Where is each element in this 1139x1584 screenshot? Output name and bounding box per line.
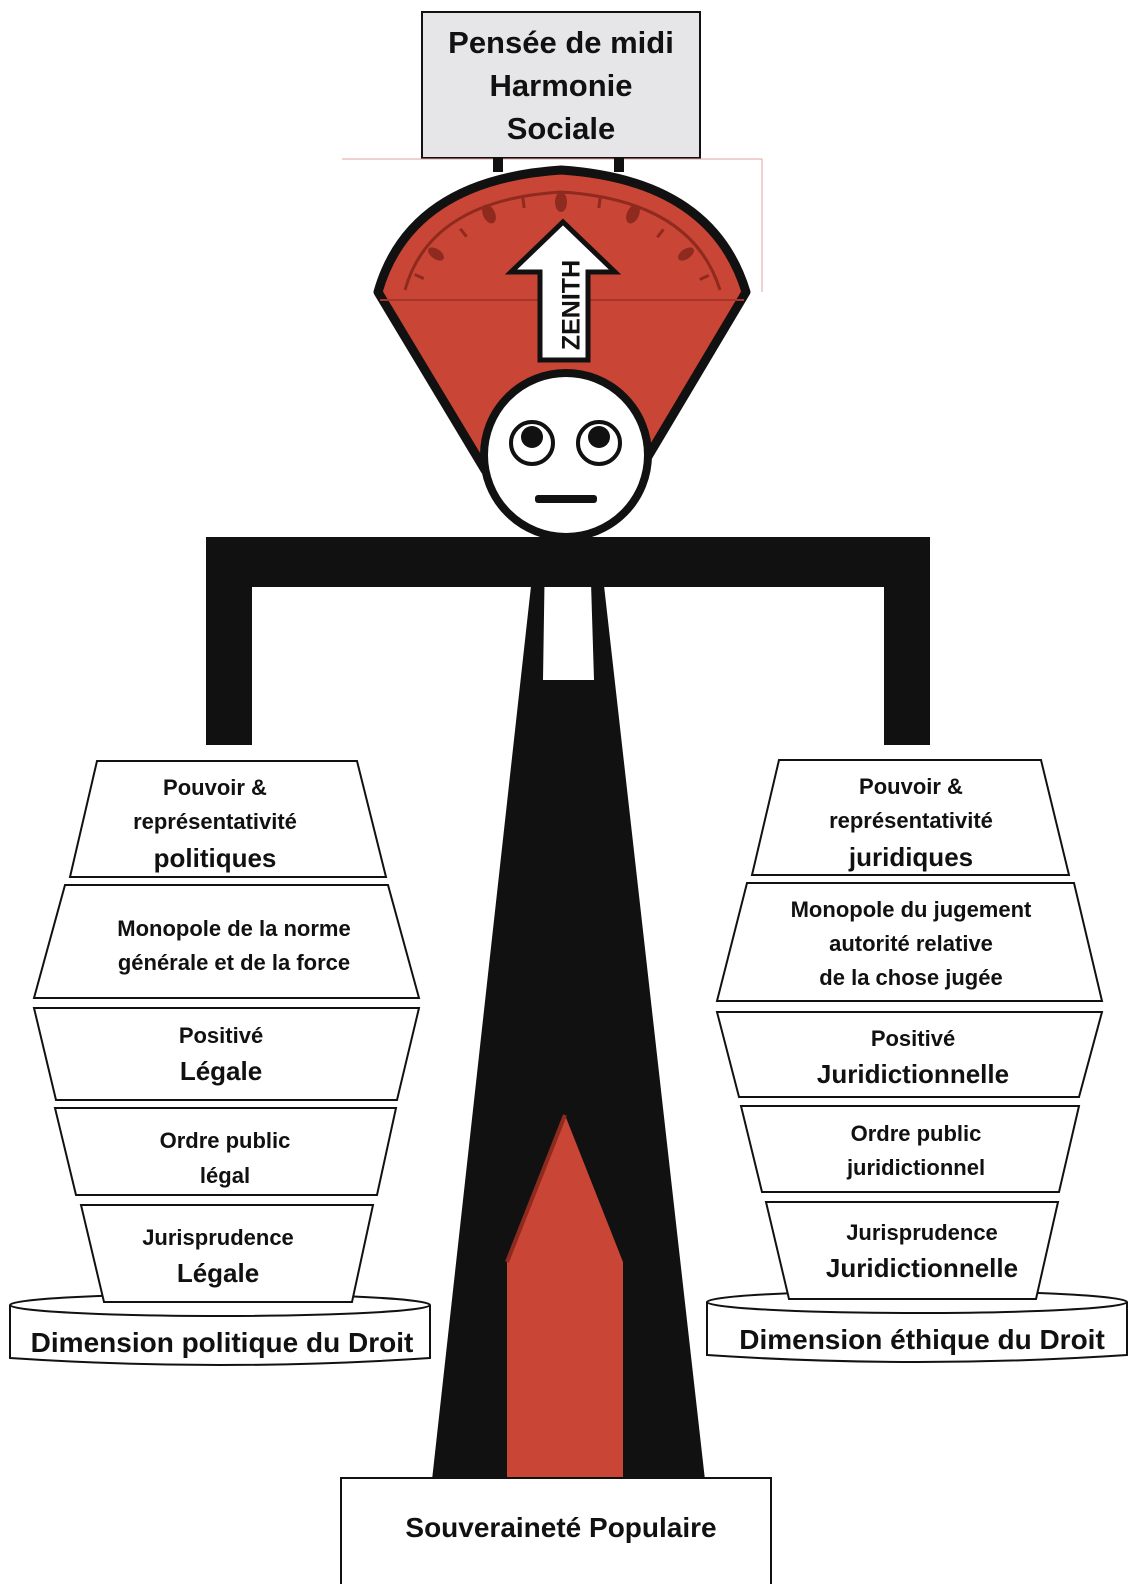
right-tier5-line1: Jurisprudence [846,1220,998,1245]
bottom-label: Souveraineté Populaire [405,1512,716,1543]
zenith-arrow-icon: ZENITH [504,218,622,363]
top-label-box: Pensée de midi Harmonie Sociale [421,11,701,159]
left-base: Dimension politique du Droit [9,1293,431,1366]
right-tier4-line2: juridictionnel [846,1155,985,1180]
top-label-line2: Harmonie [490,68,633,103]
right-tier1-line1: Pouvoir & [859,774,963,799]
left-tier5-line1: Jurisprudence [142,1225,294,1250]
top-label-line3: Sociale [507,111,616,146]
left-pan: Dimension politique du Droit Jurispruden… [9,760,431,1366]
left-tier1-line3: politiques [154,843,277,873]
left-tier3-line1: Positivé [179,1023,263,1048]
left-tier2-line1: Monopole de la norme [117,916,350,941]
head [480,369,652,541]
left-tier5-line2: Légale [177,1258,259,1288]
right-tier1-line2: représentativité [829,808,993,833]
connector-left [493,158,503,172]
connector-right [614,158,624,172]
right-pan: Dimension éthique du Droit Jurisprudence… [706,759,1128,1363]
right-tier3-line2: Juridictionnelle [817,1059,1009,1089]
left-tier1-line1: Pouvoir & [163,775,267,800]
left-tier3-line2: Légale [180,1056,262,1086]
bottom-label-box: Souveraineté Populaire [340,1477,772,1584]
left-tier1-line2: représentativité [133,809,297,834]
right-tier-positive: Positivé Juridictionnelle [715,1011,1104,1098]
left-tier4-line1: Ordre public [160,1128,291,1153]
right-tier5-line2: Juridictionnelle [826,1253,1018,1283]
left-base-label: Dimension politique du Droit [31,1327,414,1358]
robe-red-panel [507,1115,623,1478]
top-label-line1: Pensée de midi [448,25,674,60]
left-tier-positive: Positivé Légale [32,1007,421,1101]
scale-beam [206,537,930,745]
left-tier2-line2: générale et de la force [118,950,350,975]
robe [432,550,705,1480]
right-tier1-line3: juridiques [848,842,973,872]
mouth [535,495,597,503]
left-tier-ordre-public: Ordre public légal [53,1107,398,1196]
left-tier-pouvoir: Pouvoir & représentativité politiques [68,760,388,878]
right-tier-ordre-public: Ordre public juridictionnel [739,1105,1081,1193]
right-tier2-line1: Monopole du jugement [791,897,1032,922]
left-tier4-line2: légal [200,1163,250,1188]
right-tier3-line1: Positivé [871,1026,955,1051]
right-base: Dimension éthique du Droit [706,1290,1128,1363]
right-tier-pouvoir: Pouvoir & représentativité juridiques [750,759,1071,876]
right-tier-monopole: Monopole du jugement autorité relative d… [715,882,1104,1002]
right-tier2-line2: autorité relative [829,931,993,956]
right-tier4-line1: Ordre public [851,1121,982,1146]
left-tier-jurisprudence: Jurisprudence Légale [79,1204,375,1303]
dial-ticks [414,192,710,281]
zenith-label: ZENITH [558,260,586,350]
left-tier-monopole: Monopole de la norme générale et de la f… [32,884,421,999]
right-base-label: Dimension éthique du Droit [739,1324,1105,1355]
right-tier-jurisprudence: Jurisprudence Juridictionnelle [764,1201,1060,1300]
right-tier2-line3: de la chose jugée [819,965,1002,990]
